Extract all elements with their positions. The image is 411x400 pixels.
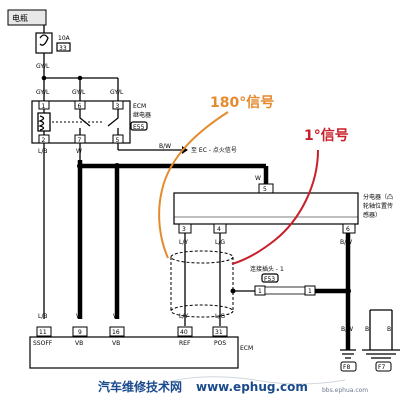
ecm-box xyxy=(29,336,239,369)
annotation-180-signal: 180°信号 xyxy=(210,94,274,111)
annotation-180-curve xyxy=(158,111,229,259)
wire-color-dist-left-1: L/Y xyxy=(179,239,188,246)
battery-label: 电瓶 xyxy=(12,13,28,23)
ground-label-box xyxy=(375,361,392,372)
annotation-1-curve xyxy=(231,149,319,265)
ecm-terminal-name: REF xyxy=(179,340,191,347)
ground-label-left: F8 xyxy=(343,364,350,371)
wire-color-relay-in-2: GY/L xyxy=(72,89,86,96)
ecm-pin xyxy=(177,326,193,337)
distributor-label-1: 分电器（凸 xyxy=(363,193,393,201)
relay-label-1: ECM xyxy=(133,103,146,110)
footer-url: www.ephug.com xyxy=(196,380,308,394)
ecm-pin xyxy=(109,326,125,337)
shield-bottom xyxy=(170,304,234,318)
wire-color-gnd-1: B/W xyxy=(341,326,353,333)
ecm-pin-label: 40 xyxy=(180,329,188,336)
junction-dot xyxy=(230,288,236,294)
ecm-pin xyxy=(36,326,52,337)
relay-coil-icon xyxy=(37,109,51,135)
connector-code: F53 xyxy=(264,276,275,283)
relay-pin-label: 5 xyxy=(116,137,120,144)
wire-color-ecm-3: W xyxy=(113,313,119,320)
connector-pin-right: 1 xyxy=(308,288,312,295)
relay-pin-label: 1 xyxy=(42,103,46,110)
connector-label: 连接插头 - 1 xyxy=(250,265,284,273)
connector-pin-left: 1 xyxy=(258,288,262,295)
dist-pin-label: 3 xyxy=(182,226,186,233)
relay-code: E55 xyxy=(133,124,145,131)
ground-label-box xyxy=(340,361,357,372)
ecm-pin-label: 16 xyxy=(112,329,120,336)
relay-pin-label: 6 xyxy=(78,103,82,110)
fuse-icon xyxy=(39,34,49,46)
ecm-terminal-name: VB xyxy=(75,340,83,347)
relay-label-2: 继电器 xyxy=(133,111,151,119)
wire-color-top: GY/L xyxy=(36,63,50,70)
distributor-label-3: 感器） xyxy=(363,211,381,219)
wire-color-ecm-4: L/Y xyxy=(179,313,188,320)
wire-color-gnd-2: B xyxy=(365,326,369,333)
relay-pin-label: 7 xyxy=(78,137,82,144)
wire-color-ign: B/W xyxy=(159,143,171,150)
annotation-1-signal: 1°信号 xyxy=(304,127,349,144)
distributor-label-2: 轮轴位置传 xyxy=(363,202,393,210)
wire-color-ecm-2: W xyxy=(76,313,82,320)
ecm-label: ECM xyxy=(240,345,253,352)
ecm-pin xyxy=(72,326,88,337)
wire-color-ecm-5: L/G xyxy=(215,313,225,320)
coil-winding-icon xyxy=(38,115,45,131)
battery-box xyxy=(7,9,47,26)
ecm-pin xyxy=(212,326,228,337)
ecm-pin-label: 9 xyxy=(78,329,82,336)
relay-switch-icon xyxy=(79,109,119,135)
footer-small-url: bbs.ephua.com xyxy=(322,387,368,394)
relay-code-box xyxy=(130,121,148,131)
ground-symbol-icon xyxy=(362,349,400,359)
ecm-pin-label: 31 xyxy=(215,329,223,336)
ecm-terminal-name: POS xyxy=(214,340,226,347)
wire-color-gnd-3: B xyxy=(387,326,391,333)
ecm-pin-label: 11 xyxy=(39,329,47,336)
dist-pin-label: 4 xyxy=(217,226,221,233)
relay-pin-label: 2 xyxy=(42,137,46,144)
wire-color-relay-in-1: GY/L xyxy=(36,89,50,96)
wire-color-relay-in-3: GY/L xyxy=(110,89,124,96)
fuse-number-box xyxy=(56,42,71,52)
fuse-rating: 10A xyxy=(58,35,71,42)
ignition-label: 至 EC - 点火信号 xyxy=(191,146,237,154)
junction-dot xyxy=(77,163,83,169)
wire-color-dist-right: B/W xyxy=(340,239,352,246)
ecm-terminal-name: SSOFF xyxy=(33,340,53,347)
ground-symbol-icon xyxy=(340,349,356,359)
wire-color-relay-out-2: W xyxy=(76,148,82,155)
ecm-terminal-name: VB xyxy=(112,340,120,347)
wire-color-dist-top: W xyxy=(255,175,261,182)
fuse-number: 33 xyxy=(59,45,67,52)
dist-pin-label: 6 xyxy=(346,226,350,233)
watermark-swoosh xyxy=(159,376,346,385)
wire-color-relay-out-1: L/B xyxy=(38,148,47,155)
footer-brand: 汽车维修技术网 xyxy=(98,379,182,394)
dist-pin-label: 5 xyxy=(263,186,267,193)
fuse-body xyxy=(35,32,53,54)
ground-label-right: F7 xyxy=(378,364,385,371)
shield-top xyxy=(170,250,234,264)
wire-color-ecm-1: L/B xyxy=(38,313,47,320)
connector-code-box xyxy=(261,273,279,283)
connector-body xyxy=(264,286,306,295)
wire-color-dist-left-2: L/G xyxy=(215,239,225,246)
distributor-box xyxy=(173,192,359,225)
relay-pin-label: 3 xyxy=(116,103,120,110)
junction-dot xyxy=(114,163,120,169)
